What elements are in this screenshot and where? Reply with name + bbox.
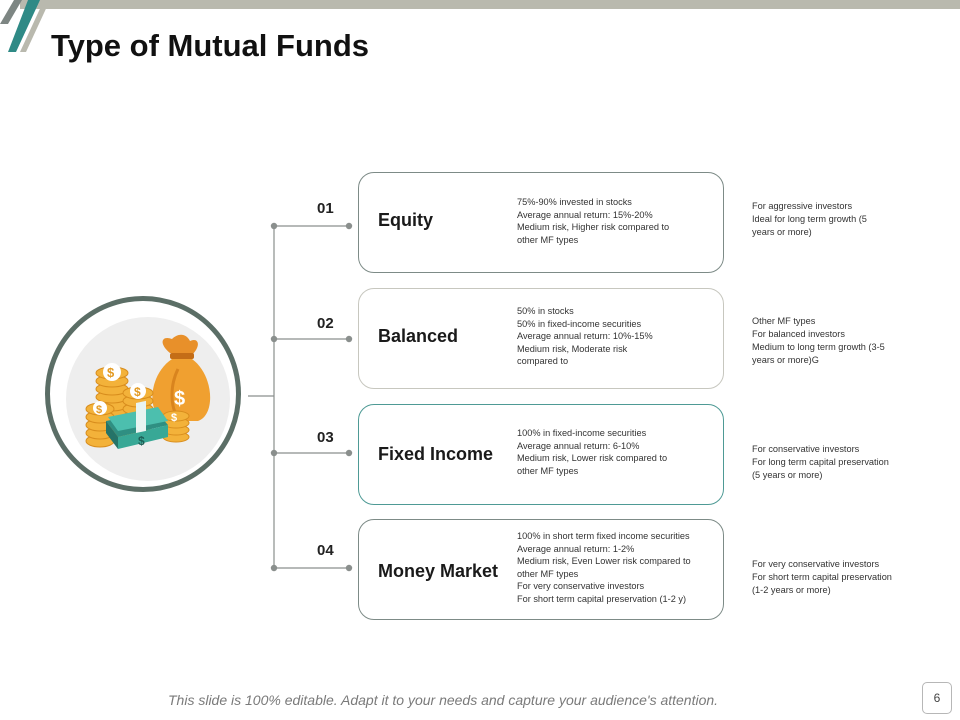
fund-card-balanced: [358, 288, 724, 389]
investor-line: For aggressive investors: [752, 201, 853, 211]
fund-number: 01: [317, 200, 334, 217]
corner-stripes-decoration: [0, 0, 50, 52]
detail-line: 75%-90% invested in stocks: [517, 197, 632, 207]
connector-dot: [270, 335, 278, 343]
fund-name: Balanced: [378, 326, 459, 346]
detail-line: Medium risk, Moderate risk: [517, 343, 628, 354]
detail-line: 50% in stocks: [517, 306, 574, 316]
detail-line: Medium risk, Higher risk compared to: [517, 222, 670, 233]
page-number: 6: [922, 682, 952, 714]
connector-dot: [345, 564, 353, 572]
detail-line: Medium risk, Even Lower risk compared to: [517, 556, 691, 567]
connector-dot: [270, 222, 278, 230]
detail-line: other MF types: [517, 234, 579, 245]
investor-line: For long term capital preservation: [752, 457, 889, 467]
connector-dot: [270, 449, 278, 457]
detail-line: Average annual return: 15%-20%: [517, 209, 653, 220]
svg-text:$: $: [107, 365, 115, 380]
fund-name: Equity: [378, 210, 434, 230]
fund-number: 02: [317, 315, 334, 332]
footer-note: This slide is 100% editable. Adapt it to…: [168, 692, 719, 708]
detail-line: Medium risk, Lower risk compared to: [517, 453, 668, 464]
money-illustration: $ $ $: [85, 334, 211, 449]
svg-text:$: $: [171, 412, 177, 424]
fund-name: Money Market: [378, 561, 499, 581]
detail-line: Average annual return: 6-10%: [517, 440, 640, 451]
detail-line: other MF types: [517, 465, 579, 476]
svg-text:$: $: [96, 404, 102, 416]
connector-dot: [345, 335, 353, 343]
detail-line: compared to: [517, 356, 569, 367]
fund-card-equity: [358, 172, 724, 273]
fund-number: 04: [317, 542, 334, 559]
detail-line: 100% in short term fixed income securiti…: [517, 531, 690, 541]
investor-line: For balanced investors: [752, 329, 845, 339]
investor-profile: For conservative investors For long term…: [752, 443, 942, 482]
fund-number: 03: [317, 429, 334, 446]
connector-dot: [345, 449, 353, 457]
svg-text:$: $: [174, 388, 185, 410]
investor-line: years or more)G: [752, 355, 819, 365]
detail-line: For very conservative investors: [517, 581, 645, 592]
fund-details: 75%-90% invested in stocks Average annua…: [517, 196, 723, 246]
investor-profile: For very conservative investors For shor…: [752, 558, 942, 597]
fund-details: 100% in fixed-income securities Average …: [517, 427, 723, 477]
money-bag-icon: $: [152, 334, 211, 421]
connector-dot: [270, 564, 278, 572]
svg-text:$: $: [138, 434, 145, 448]
investor-profile: For aggressive investors Ideal for long …: [752, 200, 942, 239]
investor-line: For very conservative investors: [752, 559, 880, 569]
top-accent-bar: [20, 0, 960, 9]
fund-card-fixed-income: [358, 404, 724, 505]
investor-line: Other MF types: [752, 316, 816, 326]
fund-name: Fixed Income: [378, 444, 494, 464]
investor-line: years or more): [752, 227, 812, 237]
investor-profile: Other MF types For balanced investors Me…: [752, 315, 942, 367]
emblem-ring: [45, 296, 241, 492]
investor-line: For short term capital preservation: [752, 572, 892, 582]
slide-title: Type of Mutual Funds: [51, 28, 370, 63]
detail-line: Average annual return: 10%-15%: [517, 331, 653, 342]
detail-line: Average annual return: 1-2%: [517, 543, 635, 554]
investor-line: (1-2 years or more): [752, 585, 831, 595]
investor-line: For conservative investors: [752, 444, 860, 454]
detail-line: For short term capital preservation (1-2…: [517, 593, 687, 604]
detail-line: 100% in fixed-income securities: [517, 428, 647, 438]
investor-line: Ideal for long term growth (5: [752, 214, 867, 224]
investor-line: (5 years or more): [752, 470, 823, 480]
fund-card-money-market: [358, 519, 724, 620]
investor-line: Medium to long term growth (3-5: [752, 342, 885, 352]
fund-details: 100% in short term fixed income securiti…: [517, 530, 723, 606]
svg-text:$: $: [134, 385, 141, 399]
cash-bundle-icon: $: [106, 400, 168, 449]
fund-details: 50% in stocks 50% in fixed-income securi…: [517, 305, 723, 368]
detail-line: 50% in fixed-income securities: [517, 318, 642, 329]
detail-line: other MF types: [517, 568, 579, 579]
connector-dot: [345, 222, 353, 230]
